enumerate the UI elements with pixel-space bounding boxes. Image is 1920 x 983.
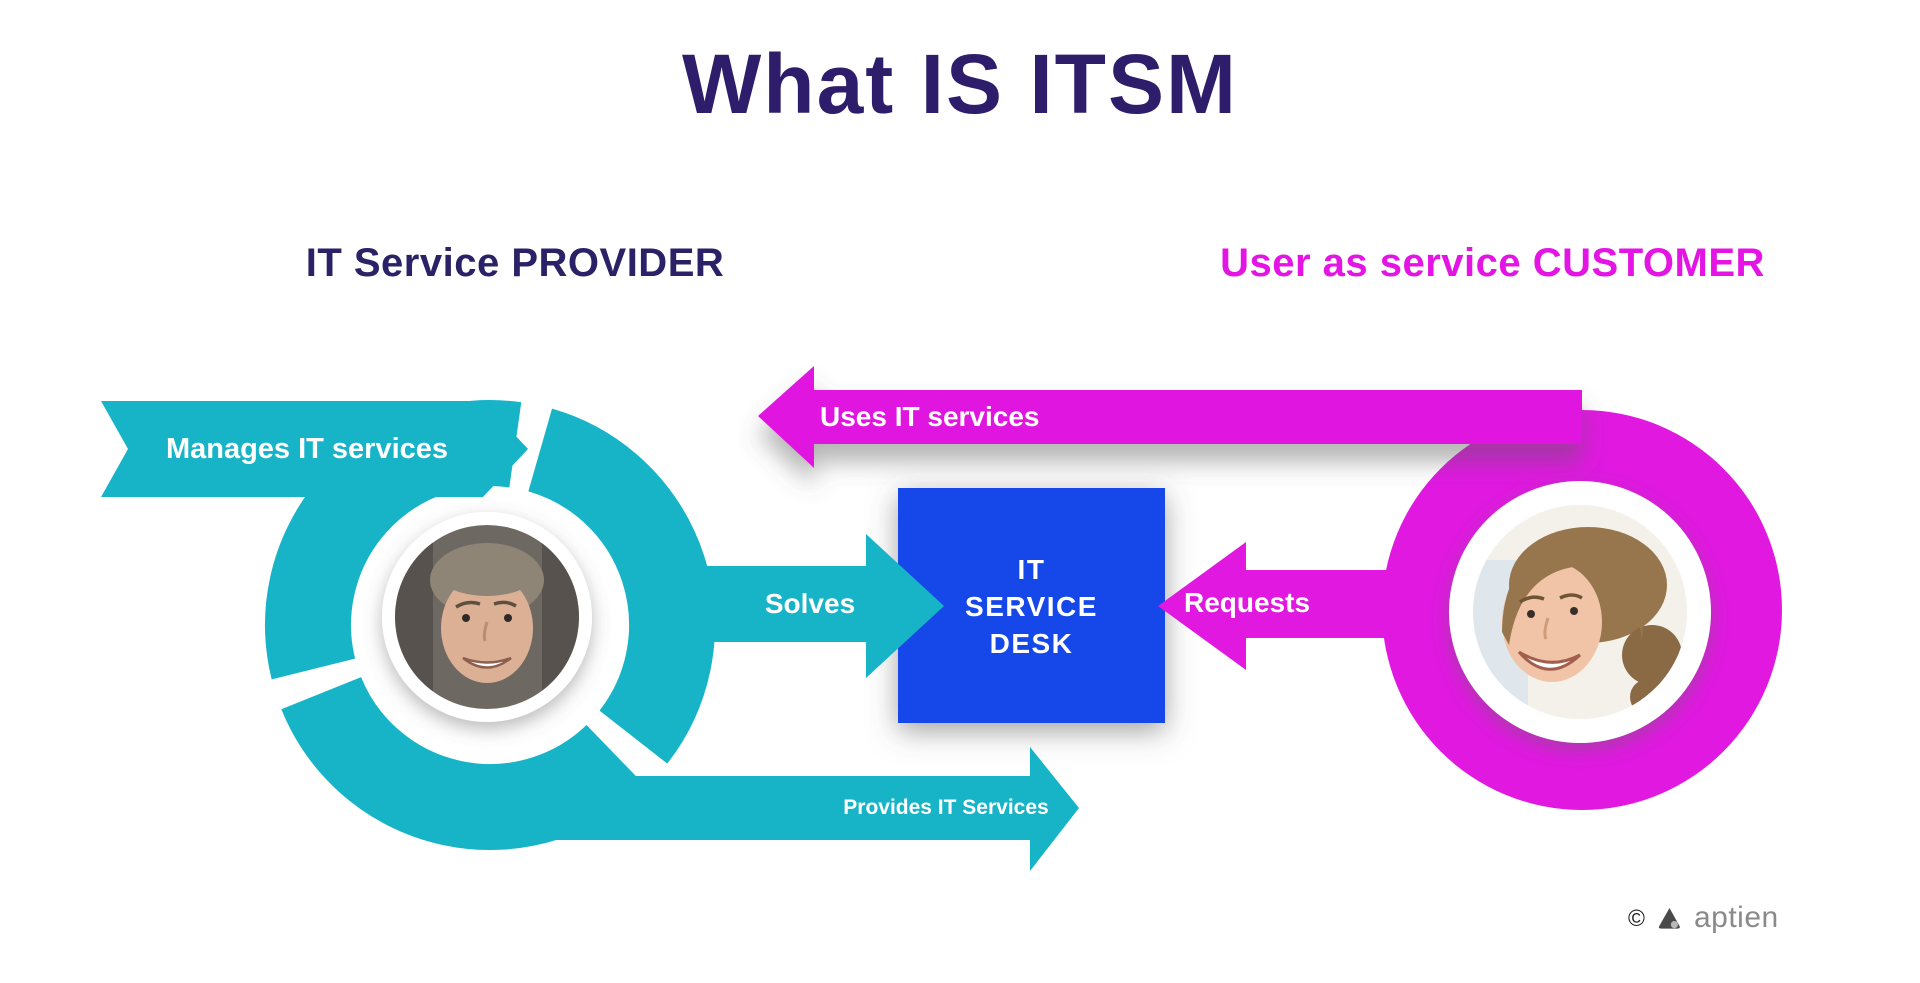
- page-title: What IS ITSM: [682, 36, 1238, 131]
- solves-arrow: [688, 534, 944, 678]
- brand-name: aptien: [1693, 901, 1779, 934]
- it-service-desk-label: IT SERVICE DESK: [898, 489, 1165, 723]
- provides-arrow: [430, 747, 1079, 871]
- desk-line-3: DESK: [989, 627, 1074, 659]
- customer-heading: User as service CUSTOMER: [1220, 240, 1765, 285]
- manages-it-services-label: Manages IT services: [165, 432, 449, 465]
- uses-arrow: [758, 366, 1582, 468]
- desk-line-1: IT: [1017, 553, 1046, 585]
- manages-banner-shape: [101, 401, 528, 497]
- provider-photo: [395, 525, 579, 709]
- requests-label: Requests: [1183, 587, 1311, 618]
- desk-line-2: SERVICE: [965, 590, 1098, 622]
- aptien-logo-icon: [1656, 905, 1683, 932]
- copyright-icon: ©: [1628, 904, 1645, 931]
- provides-it-services-label: Provides IT Services: [843, 796, 1049, 819]
- uses-it-services-label: Uses IT services: [820, 401, 1040, 432]
- provider-heading: IT Service PROVIDER: [305, 240, 725, 285]
- footer-brand: © aptien: [1628, 898, 1779, 938]
- customer-photo: [1473, 505, 1687, 719]
- solves-label: Solves: [764, 588, 856, 619]
